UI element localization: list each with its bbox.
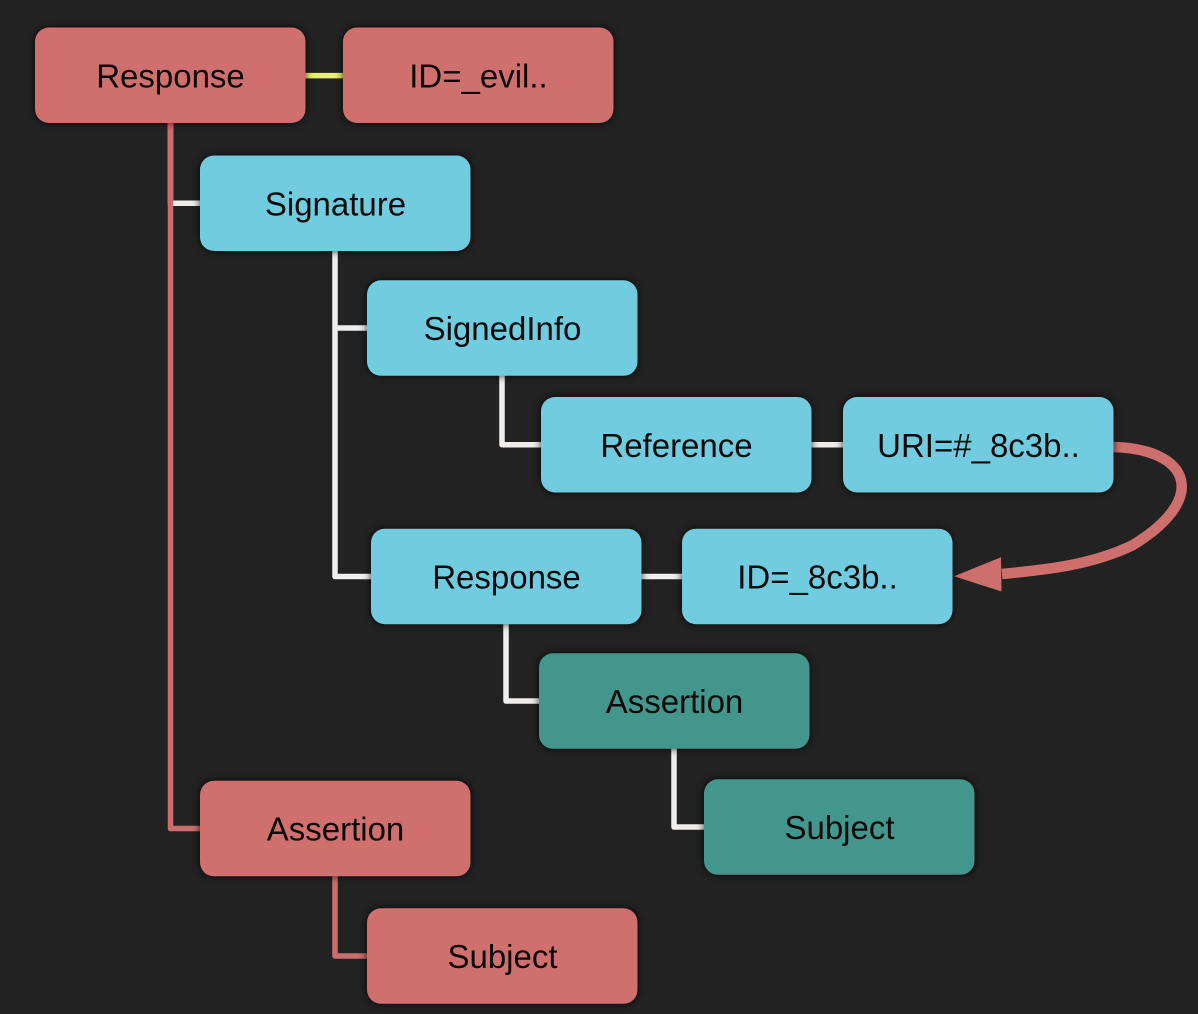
svg-text:Subject: Subject (447, 938, 557, 975)
svg-text:Subject: Subject (784, 809, 894, 846)
svg-text:Assertion: Assertion (606, 683, 744, 720)
svg-text:SignedInfo: SignedInfo (424, 310, 582, 347)
svg-text:URI=#_8c3b..: URI=#_8c3b.. (877, 427, 1080, 464)
svg-text:ID=_evil..: ID=_evil.. (409, 57, 547, 94)
svg-text:Response: Response (432, 559, 581, 596)
svg-text:Signature: Signature (265, 185, 406, 222)
svg-text:Assertion: Assertion (267, 811, 405, 848)
svg-text:Response: Response (96, 57, 245, 94)
svg-text:Reference: Reference (600, 427, 752, 464)
svg-text:ID=_8c3b..: ID=_8c3b.. (737, 559, 898, 596)
